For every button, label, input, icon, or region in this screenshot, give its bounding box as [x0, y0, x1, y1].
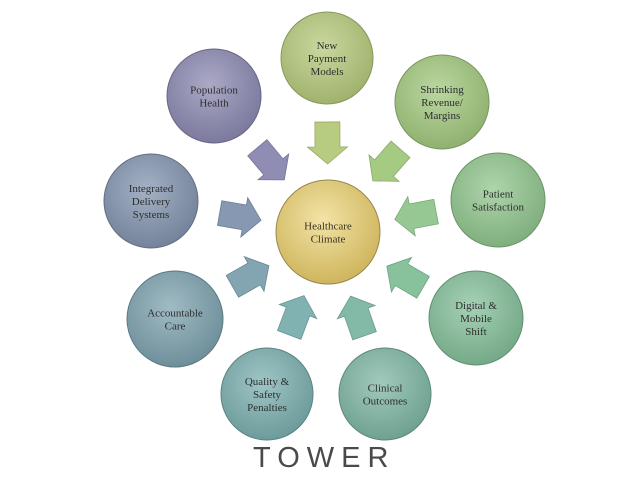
node-label-line: Clinical: [368, 383, 403, 395]
node-label-line: Margins: [424, 110, 460, 122]
arrow-digital-mobile-shift: [386, 256, 430, 299]
arrow-patient-satisfaction: [394, 195, 439, 237]
node-circle: [103, 153, 199, 249]
node-label-line: Shrinking: [420, 84, 464, 96]
node-label-line: Systems: [133, 209, 170, 221]
node-circle: [166, 48, 262, 144]
node-label-line: Integrated: [129, 183, 174, 195]
node-label-line: New: [317, 40, 338, 52]
node-label-line: Population: [190, 85, 238, 97]
arrow-shrinking-revenue-margins: [368, 140, 411, 182]
arrow-clinical-outcomes: [336, 295, 377, 341]
arrow-accountable-care: [225, 255, 270, 298]
node-label-line: Safety: [253, 389, 282, 401]
node-label-line: Healthcare: [304, 221, 352, 233]
node-label-line: Shift: [465, 326, 486, 338]
node-label-line: Penalties: [247, 402, 287, 414]
node-label-line: Care: [165, 321, 186, 333]
node-circle: [428, 270, 524, 366]
node-circle: [394, 54, 490, 150]
arrow-new-payment-models: [306, 121, 349, 165]
node-label-line: Quality &: [245, 376, 290, 388]
node-label-line: Payment: [308, 53, 347, 65]
node-circle: [126, 270, 224, 368]
node-label-line: Delivery: [132, 196, 171, 208]
node-circle: [220, 347, 314, 441]
node-label-line: Models: [311, 66, 344, 78]
node-label-line: Outcomes: [363, 396, 408, 408]
center-circle: [275, 179, 381, 285]
arrow-quality-safety-penalties: [276, 295, 318, 340]
node-label-line: Climate: [311, 234, 346, 246]
node-label-line: Satisfaction: [472, 202, 524, 214]
arrow-population-health: [247, 139, 290, 181]
node-label-line: Health: [199, 98, 229, 110]
arrow-integrated-delivery-systems: [217, 196, 262, 239]
node-circle: [338, 347, 432, 441]
node-label-line: Mobile: [460, 313, 492, 325]
node-circle: [450, 152, 546, 248]
node-label-line: Digital &: [455, 300, 497, 312]
node-label-line: Patient: [483, 189, 514, 201]
node-circle: [280, 11, 374, 105]
node-label-line: Revenue/: [421, 97, 463, 109]
tower-logo: TOWER: [253, 442, 396, 474]
node-label-line: Accountable: [147, 308, 203, 320]
